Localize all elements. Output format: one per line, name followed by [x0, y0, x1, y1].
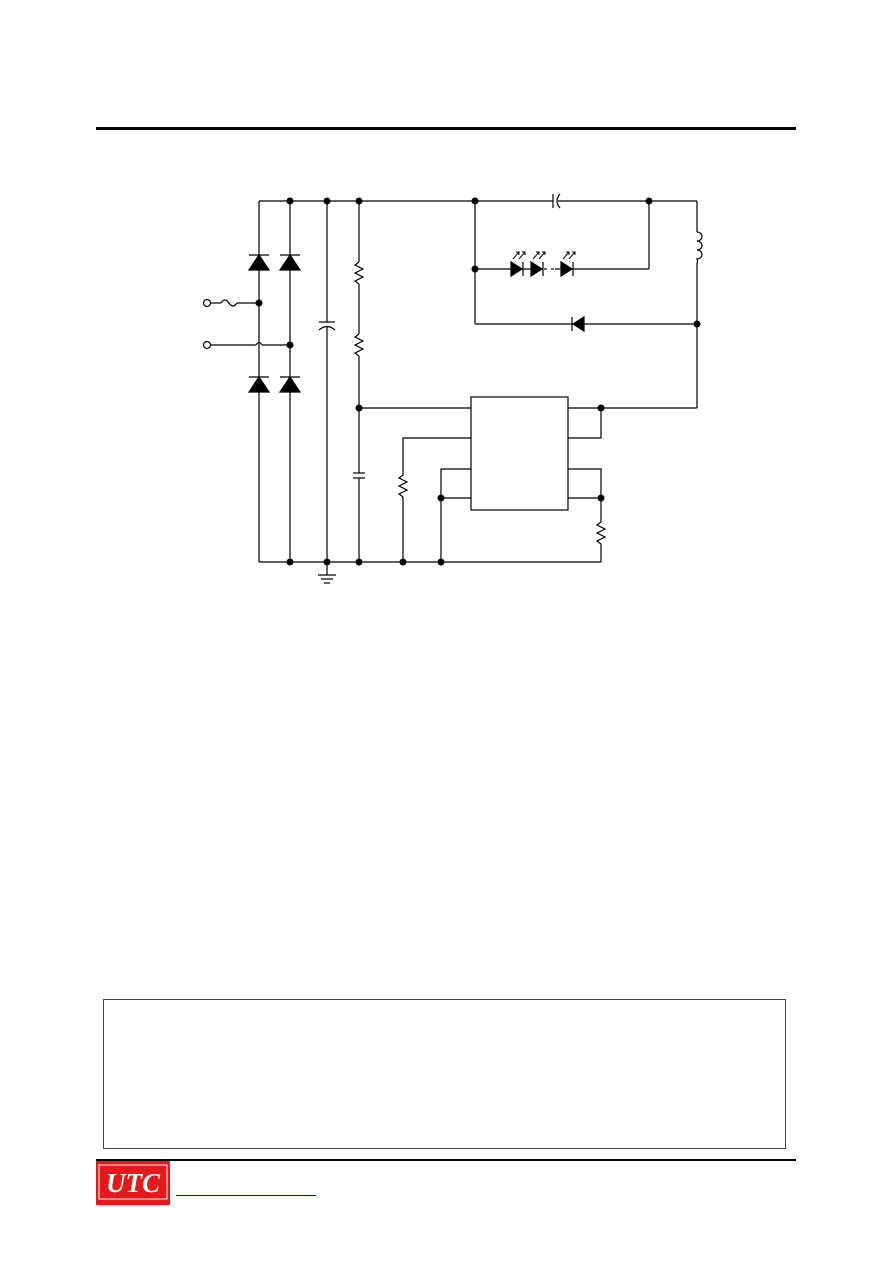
bridge-diode-d2: [278, 253, 302, 271]
bridge-diode-d1: [247, 253, 271, 271]
resistor-rcs: [595, 521, 607, 545]
bridge-diode-d4: [278, 375, 302, 393]
ac-terminal-2: [202, 340, 212, 350]
footer-rule: [96, 1159, 796, 1161]
resistor-r2: [353, 333, 365, 357]
controller-ic: [470, 396, 569, 511]
utc-logo-mark: UTC: [98, 1164, 168, 1200]
inductor: [695, 231, 703, 264]
led-2: [530, 260, 544, 278]
legal-notice-box: [103, 999, 786, 1149]
website-link-underline[interactable]: [176, 1195, 316, 1196]
led-driver-application-circuit: [202, 193, 703, 584]
freewheel-diode: [571, 315, 585, 333]
ac-terminal-1: [202, 298, 212, 308]
output-cap-plate-right: [556, 193, 561, 209]
resistor-r1: [353, 261, 365, 285]
rt-pin-wire: [402, 437, 471, 475]
led-1: [510, 260, 524, 278]
led-emission-arrows: [512, 251, 576, 260]
utc-logo-text: UTC: [106, 1168, 161, 1198]
fuse-symbol: [220, 299, 238, 307]
led-n: [560, 260, 574, 278]
wire-crossover: [255, 341, 263, 346]
gnd-pin-wire: [440, 468, 471, 562]
bridge-diode-d3: [247, 375, 271, 393]
drain-pin-wire-2: [568, 408, 602, 439]
bulk-cap-plate-bottom: [318, 325, 336, 331]
header-rule: [96, 127, 796, 130]
resistor-rt: [397, 474, 409, 498]
cs-pin-wire: [568, 468, 602, 522]
utc-logo: UTC: [96, 1161, 170, 1205]
junction-dots: [255, 197, 701, 566]
